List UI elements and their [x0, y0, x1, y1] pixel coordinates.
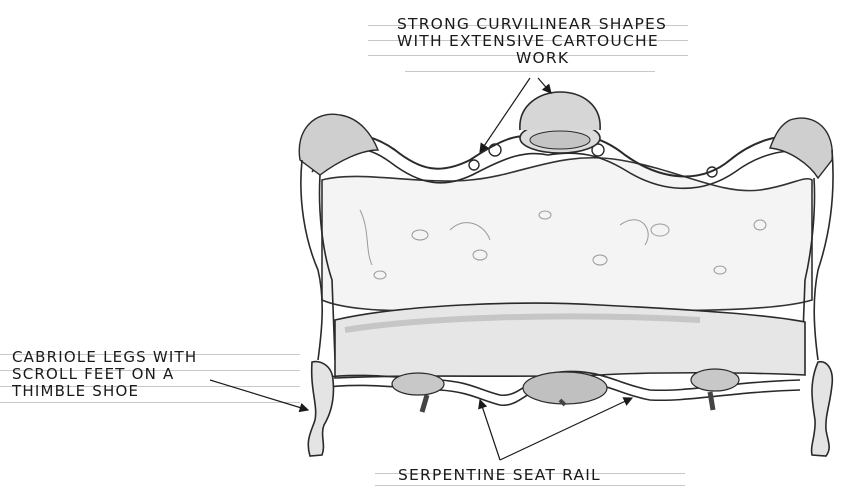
annotation-left-line2: SCROLL FEET ON A	[12, 365, 175, 383]
seat-rail	[319, 368, 801, 413]
guide-line	[368, 40, 688, 41]
annotation-left-line3: THIMBLE SHOE	[12, 382, 140, 400]
guide-line	[0, 402, 300, 403]
annotation-arrows	[209, 77, 634, 461]
guide-line	[368, 25, 688, 26]
guide-line	[375, 485, 685, 486]
cabriole-legs	[307, 360, 834, 457]
guide-line	[0, 386, 300, 387]
sofa-arms	[300, 149, 834, 361]
guide-line	[368, 55, 688, 56]
annotation-top-line3: WORK	[516, 49, 570, 67]
annotation-top-line1: STRONG CURVILINEAR SHAPES	[397, 15, 668, 33]
sofa-back	[298, 91, 833, 312]
guide-line	[375, 473, 685, 474]
annotation-left-line1: CABRIOLE LEGS WITH	[12, 348, 198, 366]
guide-line	[0, 370, 300, 371]
guide-line	[0, 354, 300, 355]
guide-line	[405, 71, 655, 72]
annotation-top-line2: WITH EXTENSIVE CARTOUCHE	[397, 32, 659, 50]
seat-cushion	[334, 302, 806, 379]
upholstery-pattern	[359, 209, 767, 280]
annotation-bottom-line1: SERPENTINE SEAT RAIL	[398, 466, 601, 484]
